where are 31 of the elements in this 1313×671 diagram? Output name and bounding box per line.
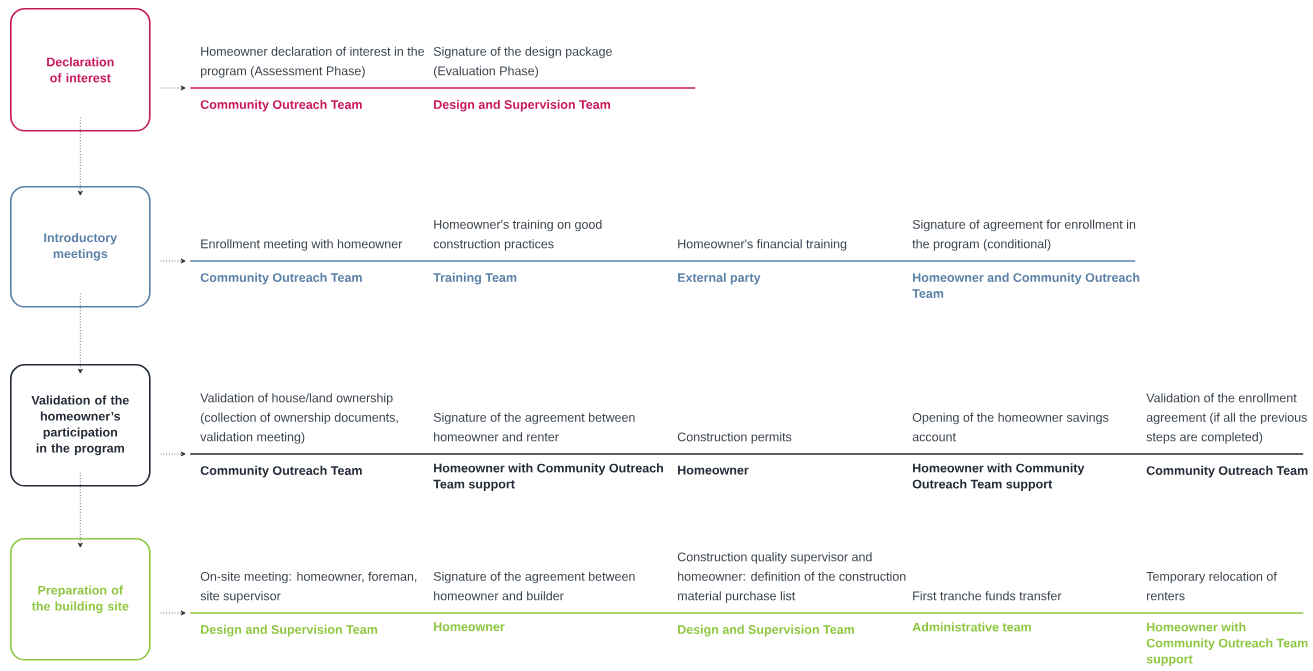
step-entry: On-site meeting: homeowner, foreman, site supervisor Design and Supervision Team [200,571,417,637]
step-entry: Signature of the design package (Evaluation Phase) Design and Supervision Team [433,46,612,112]
arrow [160,258,186,264]
timeline-bar [190,453,1304,455]
step-entry: First tranche funds transfer Administrative team [912,591,1062,632]
phase-box: Introductory meetings [10,186,151,308]
step-entry: Homeowner's financial training External party [678,239,847,285]
arrow [160,610,186,616]
phase-box: Declaration of interest [10,8,151,132]
step-entry: Enrollment meeting with homeowner Community Outreach Team [200,239,403,285]
step-entry: Validation of house/land ownership (collection of ownership documents, validation meeting) Community Outreach Team [200,393,398,478]
step-entry: Temporary relocation of renters Homeowner with Community Outreach Team support [1146,571,1308,666]
arrow [77,117,83,196]
phase-box: Validation of the homeowner’s participation in the program [10,364,151,487]
step-entry: Signature of agreement for enrollment in the program (conditional) Homeowner and Community Outreach Team [912,219,1140,298]
timeline-bar [190,87,696,89]
step-entry: Construction permits Homeowner [677,432,792,475]
arrow [77,293,83,374]
arrow [77,472,83,548]
step-entry: Signature of the agreement between homeowner and builder Homeowner [433,571,635,632]
step-entry: Homeowner's training on good construction practices Training Team [433,219,602,285]
phase-box: Preparation of the building site [10,538,151,661]
step-entry: Validation of the enrollment agreement (if all the previous steps are completed) Community Outreach Team [1146,393,1308,478]
arrow [160,85,186,91]
timeline-bar [190,260,1136,262]
timeline-bar [190,612,1304,614]
step-entry: Signature of the agreement between homeowner and renter Homeowner with Community Outreach Team support [433,412,663,491]
step-entry: Construction quality supervisor and homeowner: definition of the construction material purchase list Design and Supervision Team [677,552,906,637]
arrow [160,451,186,457]
step-entry: Homeowner declaration of interest in the program (Assessment Phase) Community Outreach Team [200,46,425,112]
step-entry: Opening of the homeowner savings account Homeowner with Community Outreach Team support [912,412,1109,491]
